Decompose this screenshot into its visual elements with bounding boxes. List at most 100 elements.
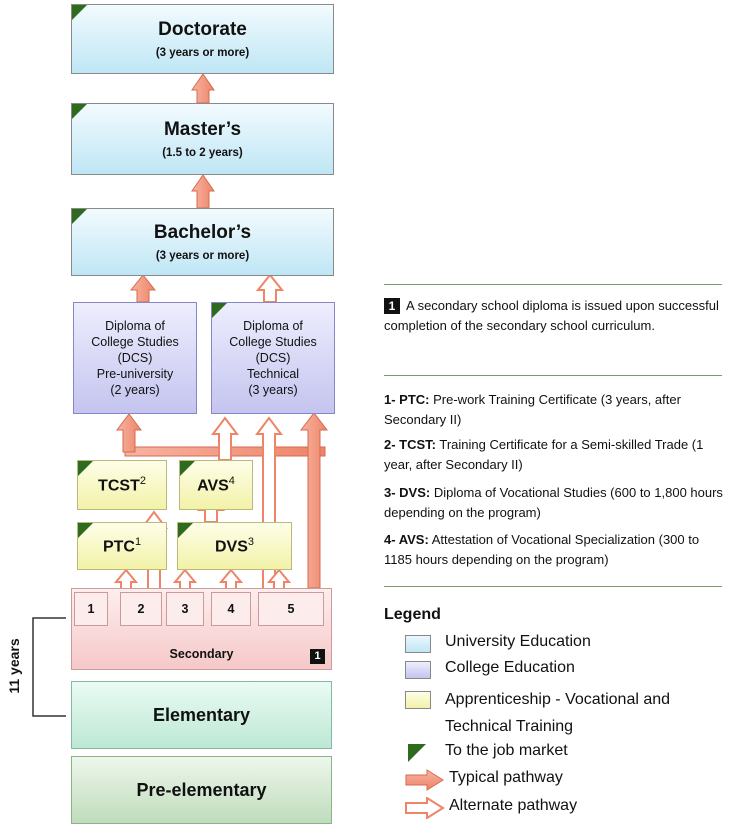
secondary-label: Secondary [169,647,234,661]
job-market-flag-icon [408,744,426,762]
bottom-divider [384,586,722,587]
grade-number: 3 [181,602,189,616]
grade-cell: 3 [166,592,204,626]
bachelors-title: Bachelor’s [153,222,252,243]
note-text: Diploma of Vocational Studies (600 to 1,… [384,485,723,520]
dcs-tech-line: Diploma of [243,319,303,333]
solid-arrow-icon [405,769,444,791]
grade-cell: 1 [74,592,108,626]
arrow-master-to-doctorate [191,73,215,104]
note-abbr: 4- AVS: [384,532,429,547]
dcs-preu-line: (2 years) [110,383,160,397]
eleven-years-label: 11 years [6,638,22,694]
legend-item-typical: Typical pathway [405,769,563,791]
job-market-flag-icon [72,104,87,119]
job-market-flag-icon [72,5,87,20]
arrow-secondary-to-dcs-tech [299,412,329,589]
legend-label: College Education [445,659,575,676]
legend-label: Typical pathway [449,769,563,786]
arrow-dcs-tech-to-bachelor [255,273,285,303]
dvs-note: 3 [247,535,255,548]
grade-cell: 4 [211,592,251,626]
grade-number: 4 [227,602,235,616]
grade-cell: 2 [120,592,162,626]
job-market-flag-icon [78,523,93,538]
job-market-flag-icon [212,303,227,318]
doctorate-box: Doctorate (3 years or more) [71,4,334,74]
dcs-tech-line: (3 years) [248,383,298,397]
note-abbr: 1- PTC: [384,392,430,407]
note-tcst: 2- TCST: Training Certificate for a Semi… [384,435,729,475]
arrow-avs-to-dcs-tech [211,416,239,461]
masters-duration: (1.5 to 2 years) [162,147,243,159]
note-text: Pre-work Training Certificate (3 years, … [384,392,681,427]
diploma-note-badge: 1 [384,298,400,314]
dcs-preu-line: (DCS) [117,351,153,365]
legend-label: Alternate pathway [449,797,578,814]
outline-arrow-icon [405,797,445,819]
bachelors-box: Bachelor’s (3 years or more) [71,208,334,276]
legend-label: University Education [445,633,591,650]
ptc-note: 1 [134,535,142,548]
grade-number: 5 [287,602,295,616]
legend-item-job-market: To the job market [405,742,568,762]
doctorate-duration: (3 years or more) [155,47,250,59]
job-market-flag-icon [72,209,87,224]
dcs-technical-box: Diploma of College Studies (DCS) Technic… [211,302,335,414]
university-swatch [405,635,431,653]
note-ptc: 1- PTC: Pre-work Training Certificate (3… [384,390,729,430]
ptc-label: PTC [102,538,135,556]
bachelors-duration: (3 years or more) [155,250,250,262]
dcs-preu-line: College Studies [91,335,179,349]
dcs-preu-line: Pre-university [96,367,174,381]
diploma-note-text: A secondary school diploma is issued upo… [384,298,719,333]
vocational-swatch [405,691,431,709]
eleven-years-bracket [32,617,66,717]
job-market-flag-icon [180,461,195,476]
secondary-diploma-badge: 1 [310,649,325,664]
note-text: Attestation of Vocational Specialization… [384,532,700,567]
grade-number: 2 [137,602,145,616]
legend-label: Apprenticeship - Vocational and Technica… [445,691,671,735]
dcs-preu-line: Diploma of [105,319,165,333]
top-divider [384,284,722,285]
grade-number: 1 [87,602,95,616]
avs-note: 4 [228,474,235,487]
grade-cell: 5 [258,592,324,626]
dcs-tech-line: Technical [246,367,300,381]
arrow-bachelor-to-master [191,174,215,209]
note-abbr: 3- DVS: [384,485,431,500]
elementary-box: Elementary [71,681,332,749]
legend-title: Legend [384,606,441,623]
legend-item-university: University Education [405,633,591,653]
dcs-tech-line: (DCS) [255,351,291,365]
ptc-box: PTC1 [77,522,167,570]
legend-item-college: College Education [405,659,575,679]
preelementary-box: Pre-elementary [71,756,332,824]
arrow-into-dcs-preu [116,413,142,453]
note-dvs: 3- DVS: Diploma of Vocational Studies (6… [384,483,729,523]
avs-box: AVS4 [179,460,253,510]
tcst-box: TCST2 [77,460,167,510]
avs-label: AVS [197,477,229,495]
dvs-box: DVS3 [177,522,292,570]
dcs-preuniversity-box: Diploma of College Studies (DCS) Pre-uni… [73,302,197,414]
legend-item-vocational: Apprenticeship - Vocational and Technica… [405,686,685,740]
tcst-label: TCST [98,477,140,495]
legend-item-alternate: Alternate pathway [405,797,577,819]
legend-label: To the job market [445,742,568,759]
college-swatch [405,661,431,679]
dvs-label: DVS [214,538,248,556]
masters-title: Master’s [163,119,242,140]
tcst-note: 2 [139,474,146,487]
elementary-label: Elementary [152,704,251,725]
middle-divider [384,375,722,376]
job-market-flag-icon [78,461,93,476]
note-abbr: 2- TCST: [384,437,436,452]
doctorate-title: Doctorate [158,19,247,40]
note-text: Training Certificate for a Semi-skilled … [384,437,704,472]
arrow-dcs-preu-to-bachelor [129,274,157,303]
note-avs: 4- AVS: Attestation of Vocational Specia… [384,530,729,570]
preelementary-label: Pre-elementary [136,779,267,800]
